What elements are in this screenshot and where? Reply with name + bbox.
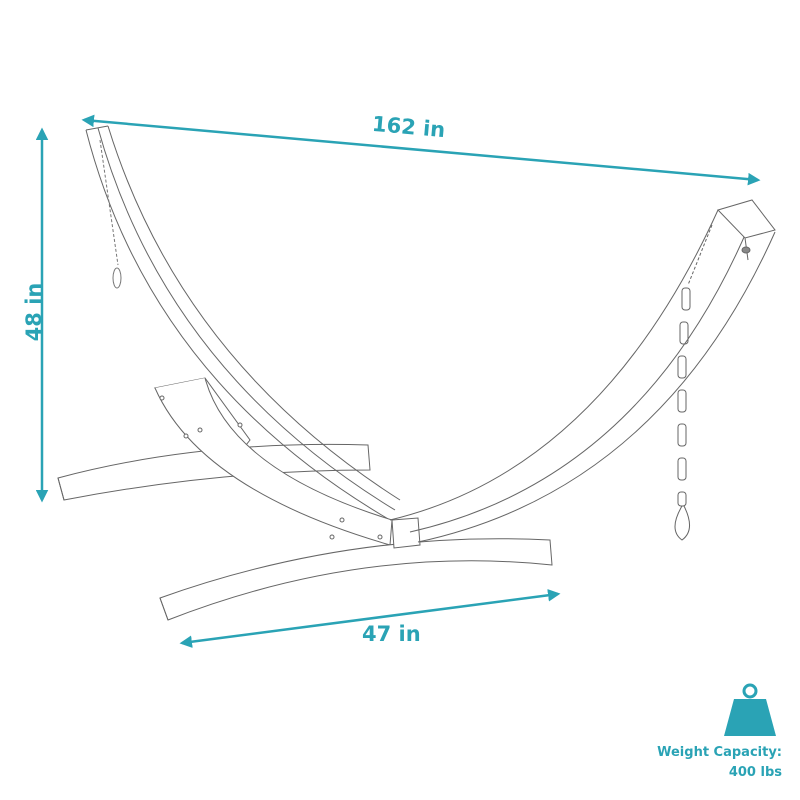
weight-capacity-badge: Weight Capacity: 400 lbs [622, 680, 792, 790]
weight-icon [724, 683, 776, 736]
left-support-bracket [153, 377, 393, 546]
width-dimension-arrow [179, 589, 561, 648]
weight-capacity-value: 400 lbs [728, 765, 782, 780]
back-base-bar [57, 443, 371, 501]
left-arc-beam [85, 125, 401, 521]
height-label: 48 in [22, 282, 46, 342]
right-post-top [717, 199, 776, 261]
right-arc-beam [389, 209, 776, 543]
front-base-bar [159, 538, 553, 621]
weight-capacity-label: Weight Capacity: [657, 745, 782, 760]
center-joint [391, 517, 421, 549]
right-chain [674, 224, 713, 541]
left-chain [99, 139, 122, 289]
length-dimension-arrow [81, 114, 761, 186]
width-label: 47 in [362, 622, 421, 646]
